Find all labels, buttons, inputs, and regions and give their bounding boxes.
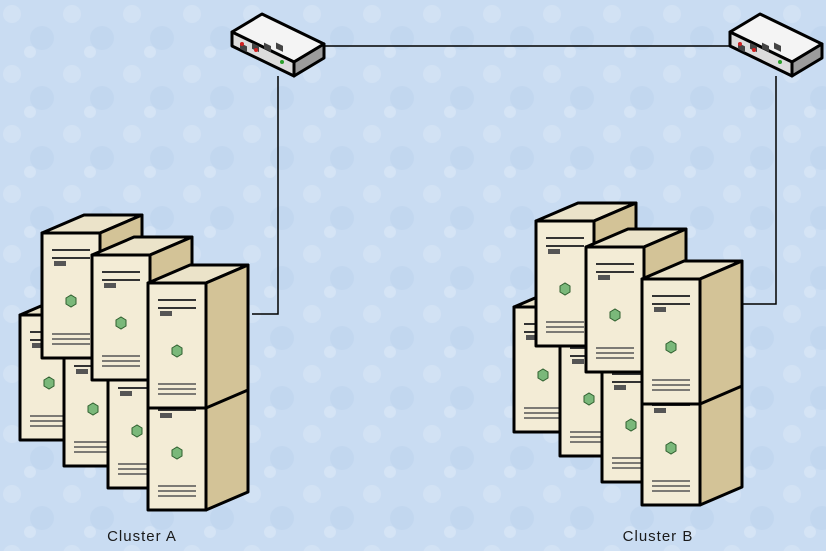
- network-links: [252, 45, 777, 315]
- cluster-b-uplink: [742, 76, 777, 305]
- cluster-b-label: Cluster B: [622, 528, 694, 545]
- cluster-a-label: Cluster A: [107, 528, 177, 545]
- cluster-a-uplink: [252, 76, 279, 315]
- tower-server-icon: [640, 259, 744, 406]
- tower-server-icon: [146, 263, 250, 410]
